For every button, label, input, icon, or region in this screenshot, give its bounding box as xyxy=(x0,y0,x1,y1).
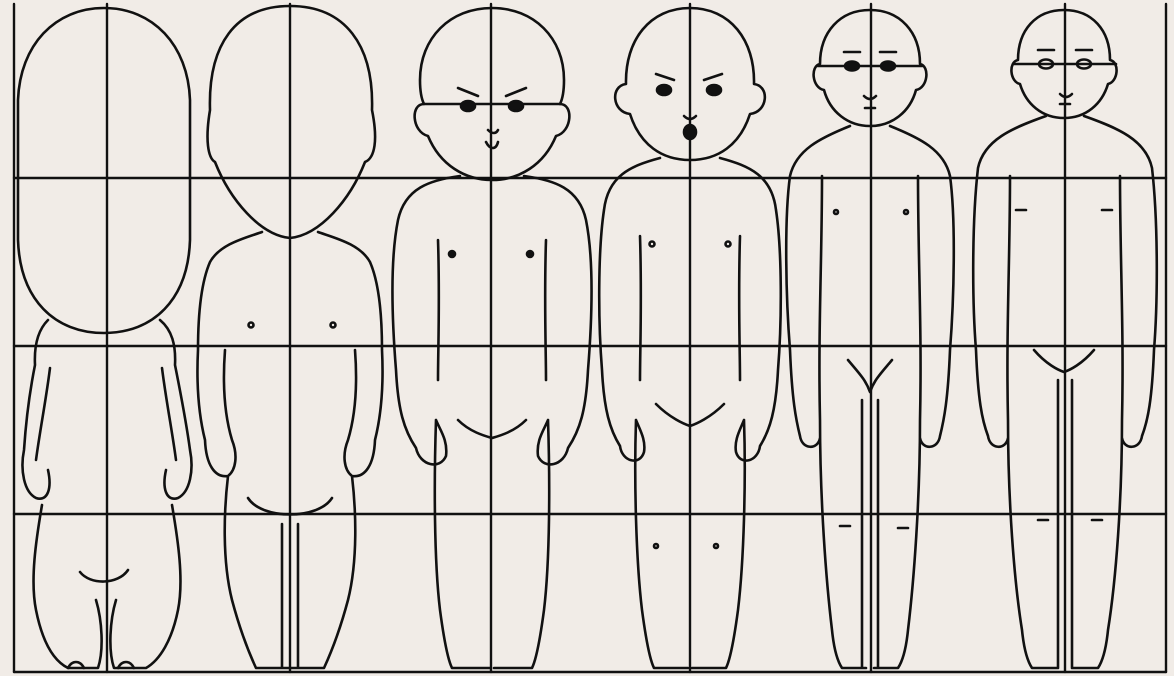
figure-4-nipple-left xyxy=(650,242,655,247)
figure-2-nipple-left xyxy=(249,323,254,328)
figure-4-mouth xyxy=(684,125,696,139)
figure-4-eye-right xyxy=(707,85,721,95)
figure-1 xyxy=(18,8,192,668)
figure-1-head xyxy=(18,8,190,333)
figure-5-eye-right xyxy=(881,62,895,71)
figure-3-eye-right xyxy=(509,101,523,111)
figure-5-eye-left xyxy=(845,62,859,71)
figure-5-nipple-left xyxy=(834,210,838,214)
figure-4-eye-left xyxy=(657,85,671,95)
figure-4-knee-left xyxy=(654,544,658,548)
figure-3-nipple-left xyxy=(449,251,455,257)
figure-4-knee-right xyxy=(714,544,718,548)
figure-3-eye-left xyxy=(461,101,475,111)
figure-5-knees xyxy=(840,526,908,528)
figure-2-nipple-right xyxy=(331,323,336,328)
figure-3-nipple-right xyxy=(527,251,533,257)
figure-5-nipple-right xyxy=(904,210,908,214)
figure-2-head xyxy=(208,6,376,238)
figure-4-nipple-right xyxy=(726,242,731,247)
